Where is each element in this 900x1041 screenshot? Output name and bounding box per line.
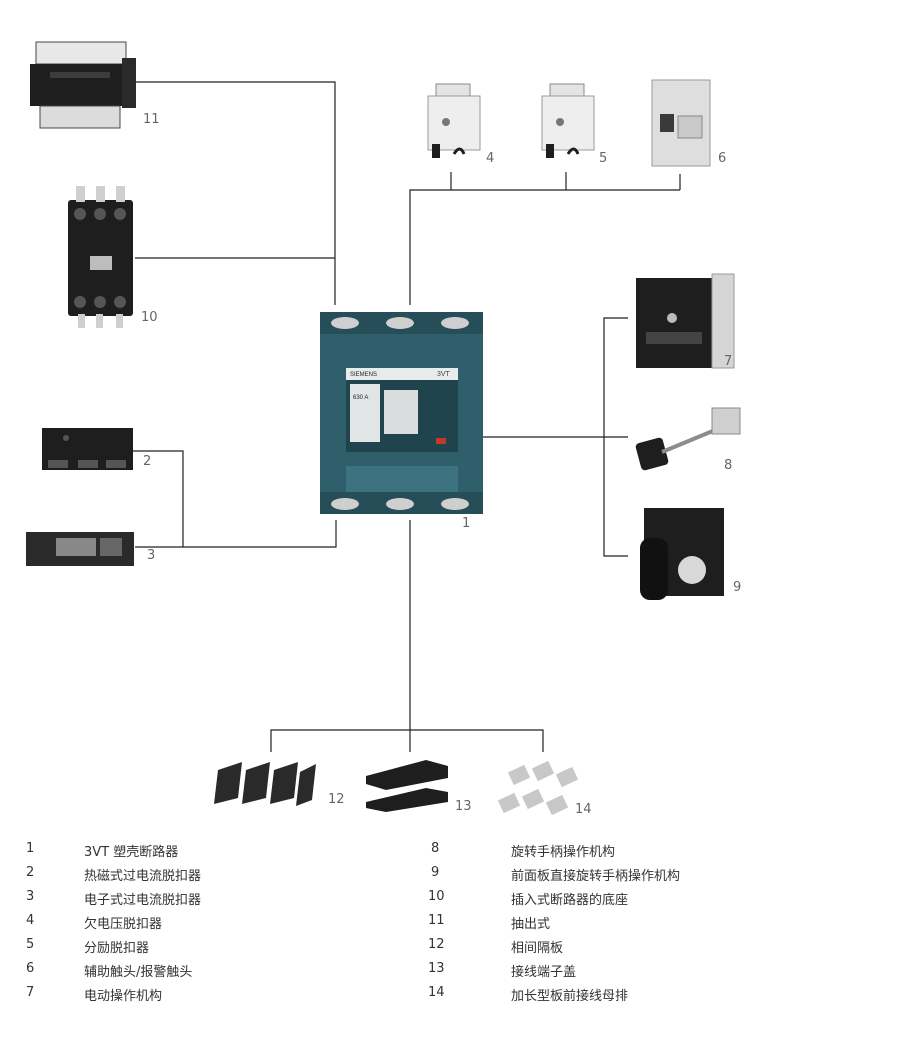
callout-13: 13 [455, 799, 472, 814]
callout-3: 3 [147, 548, 156, 563]
motor-operator-image [636, 273, 735, 369]
model-label: 3VT [437, 371, 451, 378]
terminal-cover-image [366, 760, 448, 812]
withdrawable-unit-image [30, 41, 136, 129]
line-top [409, 189, 680, 305]
plug-in-base-image [68, 186, 133, 328]
accessories-diagram: SIEMENS 3VT 630 A [26, 41, 741, 816]
callout-1: 1 [462, 516, 471, 531]
undervoltage-release-image [427, 83, 481, 158]
line-11 [135, 81, 336, 305]
line-bottom-horizontal [270, 729, 544, 752]
callout-8: 8 [724, 458, 733, 473]
callout-14: 14 [575, 802, 592, 817]
electronic-trip-unit-image [26, 532, 134, 566]
callout-11: 11 [143, 112, 160, 127]
line-2 [133, 450, 184, 547]
rotary-handle-image [635, 407, 741, 471]
callout-9: 9 [733, 580, 742, 595]
brand-label: SIEMENS [350, 372, 377, 378]
callout-4: 4 [486, 151, 495, 166]
extended-busbars-image [497, 760, 579, 816]
shunt-release-image [541, 83, 595, 158]
circuit-breaker-image [320, 312, 483, 514]
line-3 [135, 520, 337, 548]
thermal-magnetic-trip-unit-image [42, 428, 133, 470]
callout-10: 10 [141, 310, 158, 325]
callout-7: 7 [724, 354, 733, 369]
callout-5: 5 [599, 151, 608, 166]
auxiliary-contact-image [651, 79, 711, 167]
callout-12: 12 [328, 792, 345, 807]
callout-2: 2 [143, 454, 152, 469]
door-rotary-handle-image [640, 508, 724, 600]
callout-6: 6 [718, 151, 727, 166]
line-7-9 [603, 317, 628, 557]
phase-barriers-image [214, 762, 316, 806]
rating-label: 630 A [353, 395, 368, 401]
connector-lines [133, 81, 681, 752]
